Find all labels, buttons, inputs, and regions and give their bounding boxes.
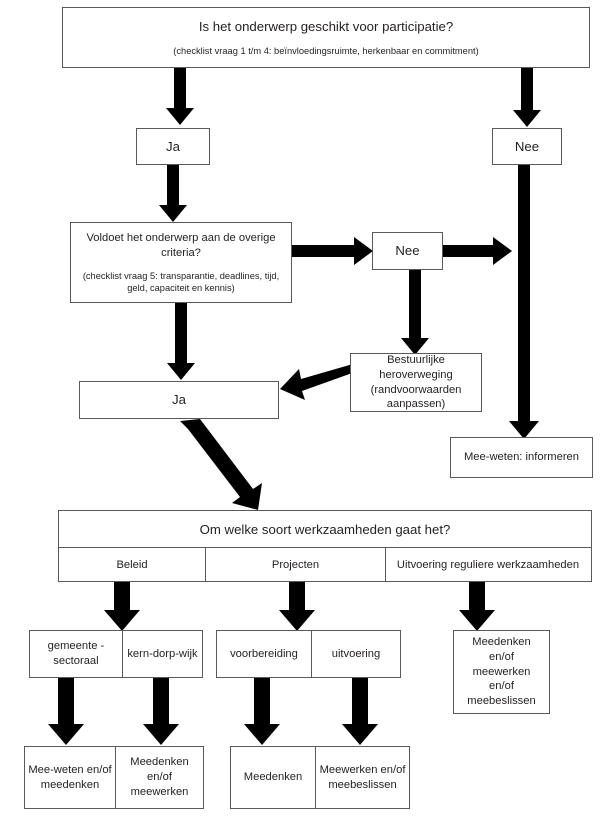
node-uitvoering-result: Meedenken en/of meewerken en/of meebesli… [453, 630, 550, 714]
beleid-children-box: gemeente - sectoraal kern-dorp-wijk [29, 630, 203, 678]
arrow-nee2-to-reconsider [401, 270, 429, 355]
top-question-text: Is het onderwerp geschikt voor participa… [198, 19, 454, 35]
work-type-table: Om welke soort werkzaamheden gaat het? B… [58, 510, 592, 582]
arrow-gemeente-sectoraal-down [48, 678, 84, 745]
arrow-top-to-nee1 [513, 68, 541, 127]
top-checklist-text: (checklist vraag 1 t/m 4: beïnvloedingsr… [173, 45, 479, 56]
projecten-results-box: Meedenken Meewerken en/of meebeslissen [230, 746, 410, 809]
node-ja-1: Ja [136, 128, 210, 165]
beleid-child-kern-dorp-wijk[interactable]: kern-dorp-wijk [127, 647, 198, 660]
arrow-ja2-to-work-table [180, 419, 262, 510]
projecten-result-meewerken-meebeslissen[interactable]: Meewerken en/of meebeslissen [319, 763, 406, 791]
node-top-question: Is het onderwerp geschikt voor participa… [62, 7, 590, 68]
criteria-checklist-text: (checklist vraag 5: transparantie, deadl… [82, 270, 280, 293]
work-column-uitvoering[interactable]: Uitvoering reguliere werkzaamheden [396, 558, 580, 571]
nee-2-label: Nee [395, 243, 420, 259]
node-nee-2: Nee [372, 232, 443, 270]
projecten-result-meedenken[interactable]: Meedenken [231, 747, 317, 808]
arrow-top-to-ja1 [166, 68, 194, 125]
projecten-child-voorbereiding[interactable]: voorbereiding [217, 631, 312, 677]
inform-text: Mee-weten: informeren [463, 451, 580, 464]
ja-1-label: Ja [166, 138, 180, 154]
beleid-result-mee-weten-meedenken[interactable]: Mee-weten en/of meedenken [25, 747, 116, 808]
node-mee-weten-informeren: Mee-weten: informeren [450, 437, 593, 478]
criteria-question-text: Voldoet het onderwerp aan de overige cri… [86, 231, 276, 259]
arrow-voorbereiding-down [244, 678, 280, 745]
reconsider-text: Bestuurlijke heroverweging (randvoorwaar… [370, 353, 462, 411]
arrow-uitvoering-child-down [342, 678, 378, 745]
arrow-criteria-to-ja2 [167, 303, 195, 380]
arrow-uitvoering-down [459, 582, 495, 631]
arrow-nee1-to-informeren [509, 165, 539, 439]
node-ja-2: Ja [79, 381, 279, 419]
projecten-children-box: voorbereiding uitvoering [216, 630, 401, 678]
arrow-projecten-down [279, 582, 315, 631]
uitvoering-result-text: Meedenken en/of meewerken en/of meebesli… [467, 636, 536, 708]
beleid-child-gemeente-sectoraal[interactable]: gemeente - sectoraal [30, 631, 123, 677]
arrow-kern-dorp-wijk-down [143, 678, 179, 745]
node-nee-1: Nee [492, 128, 562, 165]
work-table-columns: Beleid Projecten Uitvoering reguliere we… [59, 548, 591, 582]
work-column-projecten[interactable]: Projecten [206, 548, 386, 582]
beleid-results-box: Mee-weten en/of meedenken Meedenken en/o… [24, 746, 204, 809]
ja-2-label: Ja [172, 392, 186, 408]
node-bestuurlijke-heroverweging: Bestuurlijke heroverweging (randvoorwaar… [350, 353, 482, 412]
arrow-reconsider-to-ja2 [280, 364, 355, 400]
arrow-nee2-to-trunk [443, 237, 512, 265]
work-table-header: Om welke soort werkzaamheden gaat het? [59, 511, 591, 548]
projecten-child-uitvoering[interactable]: uitvoering [331, 647, 381, 660]
arrow-ja1-to-criteria [159, 165, 187, 222]
beleid-result-meedenken-meewerken[interactable]: Meedenken en/of meewerken [130, 756, 189, 798]
nee-1-label: Nee [514, 138, 540, 154]
arrow-beleid-down [104, 582, 140, 631]
work-column-beleid[interactable]: Beleid [59, 548, 206, 582]
arrow-criteria-to-nee2 [292, 237, 373, 265]
node-criteria-question: Voldoet het onderwerp aan de overige cri… [70, 222, 292, 303]
